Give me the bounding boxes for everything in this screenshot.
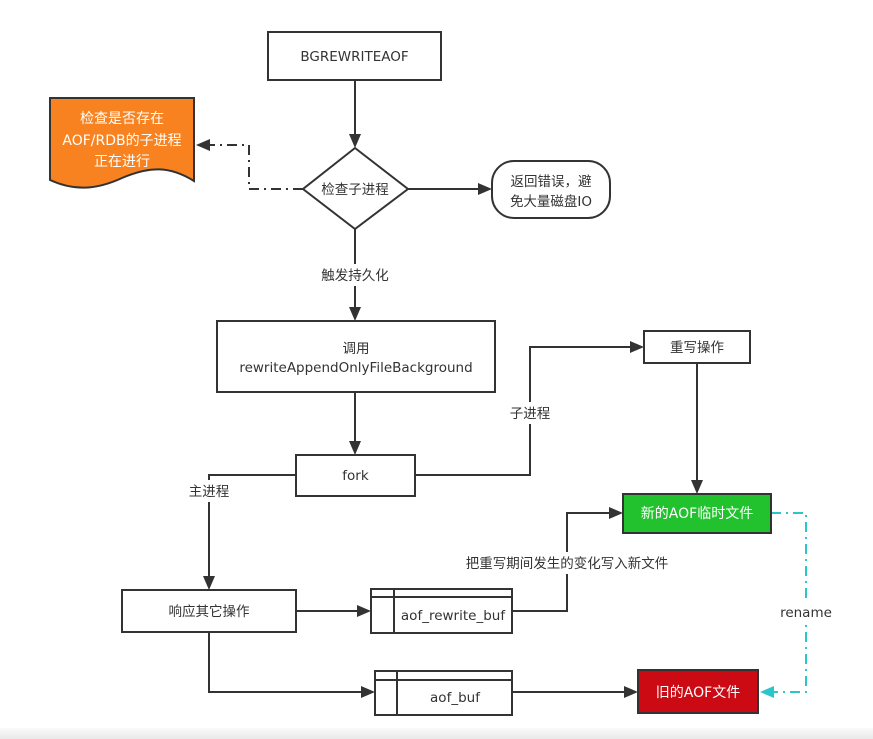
arrow-head xyxy=(357,605,371,617)
arrow-head xyxy=(760,686,774,698)
edge-check-to-child-exists xyxy=(208,144,303,190)
arrow-head xyxy=(349,307,361,321)
node-label-line: AOF/RDB的子进程 xyxy=(62,133,181,149)
arrow-head xyxy=(630,341,644,353)
edge-label-rename: rename xyxy=(780,605,832,621)
node-respond-other: 响应其它操作 xyxy=(121,589,297,633)
node-label-line: 免大量磁盘IO xyxy=(510,193,592,210)
edge-fork-to-respond xyxy=(208,474,296,578)
edge-label-child-process: 子进程 xyxy=(510,406,551,422)
node-aof-buf: aof_buf xyxy=(374,670,513,716)
bottom-shadow-band xyxy=(0,728,873,739)
node-rewrite-op: 重写操作 xyxy=(643,330,751,364)
node-check-child: 检查子进程 xyxy=(301,146,410,231)
node-label-line: 调用 xyxy=(343,341,370,357)
arrow-head xyxy=(349,134,361,148)
node-label: 旧的AOF文件 xyxy=(656,685,740,701)
node-label: aof_rewrite_buf xyxy=(401,608,506,624)
node-return-error: 返回错误，避 免大量磁盘IO xyxy=(491,160,611,219)
node-label-line: 检查是否存在 xyxy=(80,111,164,127)
node-label: 新的AOF临时文件 xyxy=(641,506,753,522)
arrow-head xyxy=(203,576,215,590)
edge-respond-to-aof-buf xyxy=(208,632,363,693)
node-label: 响应其它操作 xyxy=(169,603,250,620)
node-label: BGREWRITEAOF xyxy=(300,49,408,65)
arrow-head xyxy=(196,139,210,151)
edge-label-write-changes: 把重写期间发生的变化写入新文件 xyxy=(466,556,669,572)
node-call-rewrite: 调用 rewriteAppendOnlyFileBackground xyxy=(216,320,496,393)
arrow-head xyxy=(609,507,623,519)
node-label: aof_buf xyxy=(430,690,481,706)
arrow-head xyxy=(624,686,638,698)
node-label: 检查子进程 xyxy=(321,182,389,198)
node-bgrewriteaof: BGREWRITEAOF xyxy=(267,31,442,81)
node-new-aof-temp: 新的AOF临时文件 xyxy=(622,493,772,534)
edge-label-main-process: 主进程 xyxy=(189,484,230,500)
node-label: 重写操作 xyxy=(670,340,724,356)
arrow-head xyxy=(691,480,703,494)
arrow-head xyxy=(349,441,361,455)
node-label-line: rewriteAppendOnlyFileBackground xyxy=(239,360,472,376)
arrow-head xyxy=(361,686,375,698)
node-aof-rewrite-buf: aof_rewrite_buf xyxy=(370,588,513,634)
edge-label-trigger-persist: 触发持久化 xyxy=(321,268,389,284)
node-child-exists: 检查是否存在 AOF/RDB的子进程 正在进行 xyxy=(49,97,195,189)
node-label-line: 返回错误，避 xyxy=(511,174,592,190)
node-label-line: 正在进行 xyxy=(94,154,150,170)
node-old-aof: 旧的AOF文件 xyxy=(637,669,759,714)
arrow-head xyxy=(478,183,492,195)
node-label: fork xyxy=(342,468,369,484)
node-fork: fork xyxy=(295,454,416,497)
